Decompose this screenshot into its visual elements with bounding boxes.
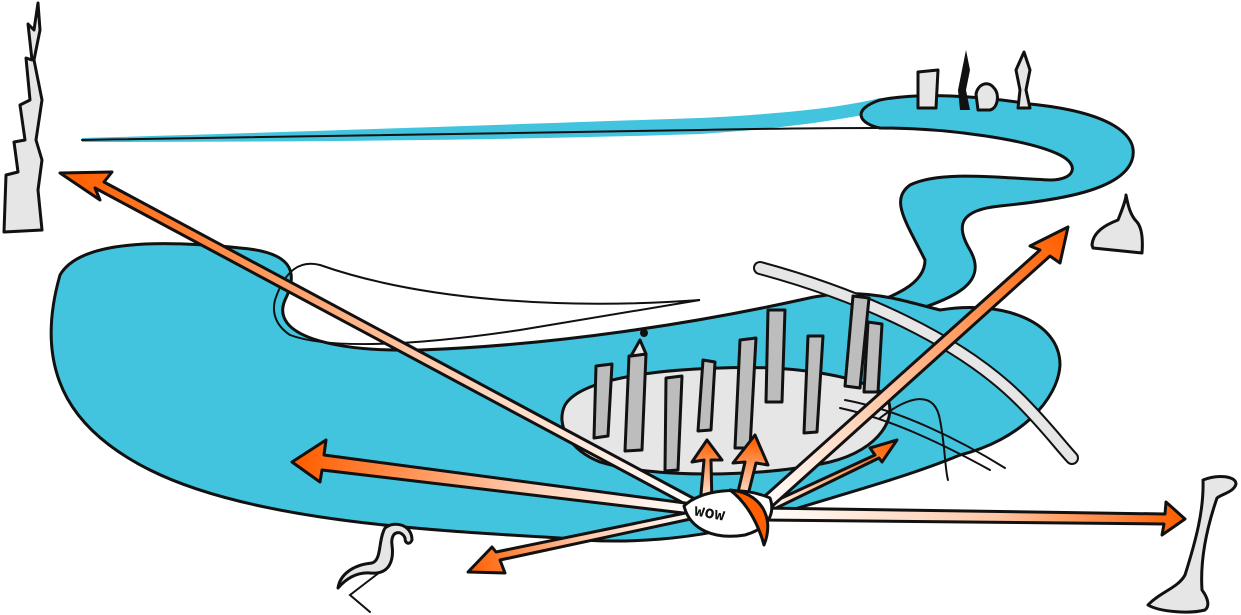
island-towers xyxy=(592,294,884,473)
arrow-to-skyscraper xyxy=(58,170,708,514)
onion-dome xyxy=(1090,193,1144,255)
wow-hub: wow xyxy=(682,488,774,547)
arrow-to-bottom-left xyxy=(466,508,702,575)
skyscraper-left xyxy=(2,1,44,234)
arrow-to-vase-tower xyxy=(758,500,1187,537)
vase-tower xyxy=(1146,475,1238,614)
skyline-right xyxy=(916,50,1032,112)
top-river-water xyxy=(81,98,881,142)
arrow-to-east xyxy=(758,438,899,516)
flamingo xyxy=(336,522,414,613)
bridge-upper xyxy=(753,261,1079,465)
arrow-to-left-lagoon xyxy=(290,438,702,517)
arrow-to-onion-dome xyxy=(755,225,1070,512)
